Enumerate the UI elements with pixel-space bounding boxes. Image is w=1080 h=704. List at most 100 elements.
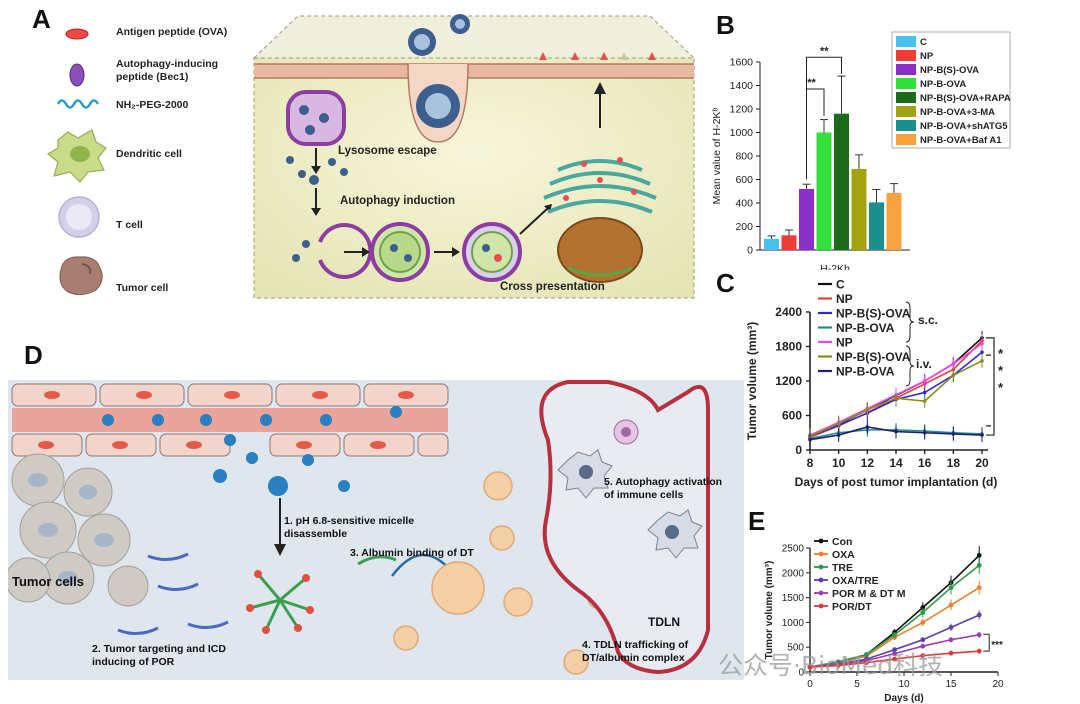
bar-0	[764, 238, 779, 250]
data-point	[948, 602, 954, 608]
legend-antigen: Antigen peptide (OVA)	[116, 26, 228, 38]
legend-label: NP-B-OVA+shATG5	[920, 121, 1008, 132]
bec1-icon	[69, 63, 85, 87]
x-tick-label: 8	[807, 456, 814, 470]
panel-a-label: A	[32, 4, 51, 34]
data-point	[920, 620, 926, 625]
data-point	[951, 361, 956, 366]
bar-7	[886, 193, 902, 250]
sig-label-1: **	[807, 77, 816, 89]
legend-label: OXA	[832, 549, 855, 561]
data-point	[948, 650, 954, 656]
legend-label: POR M & DT M	[832, 588, 906, 600]
step4-text-a: 4. TDLN trafficking of	[582, 639, 689, 651]
x-tick-label: 20	[992, 679, 1004, 690]
data-point	[865, 407, 870, 412]
y-tick-label: 600	[735, 174, 753, 186]
y-tick-label: 400	[735, 198, 753, 210]
legend-label: NP-B-OVA	[836, 365, 895, 379]
y-tick-label: 1500	[782, 593, 805, 604]
data-point	[976, 553, 982, 558]
data-point	[976, 585, 982, 591]
legend-marker	[818, 564, 824, 570]
albumin-icon	[431, 561, 485, 615]
step5-text-b: of immune cells	[604, 489, 684, 501]
panel-d-label: D	[24, 340, 43, 370]
dendritic-cell-icon	[46, 129, 107, 183]
data-point	[948, 637, 954, 643]
legend-label: NP-B-OVA	[836, 321, 895, 335]
sig-bracket	[986, 337, 995, 436]
x-axis-label: Days of post tumor implantation (d)	[795, 475, 998, 489]
data-point	[865, 425, 870, 429]
data-point	[920, 643, 926, 649]
nanoparticle-icon	[408, 14, 470, 56]
data-point	[864, 652, 869, 658]
sig-label: ***	[991, 640, 1003, 651]
legend-marker	[818, 577, 824, 583]
brace-sc	[905, 301, 915, 343]
y-tick-label: 1200	[730, 104, 754, 116]
data-point	[892, 656, 897, 662]
x-tick-label: 15	[945, 679, 957, 690]
x-tick-label: 14	[889, 456, 903, 470]
sig-bracket-2	[806, 56, 842, 90]
data-point	[836, 433, 841, 437]
x-tick-label: 10	[898, 679, 910, 690]
legend-swatch	[896, 64, 916, 75]
legend-swatch	[896, 106, 916, 117]
legend-swatch	[896, 78, 916, 89]
y-tick-label: 2000	[782, 568, 805, 579]
sig-label-2: **	[820, 45, 829, 57]
data-point	[920, 605, 926, 610]
bar-3	[816, 132, 832, 250]
x-tick-label: 0	[807, 679, 813, 690]
data-point	[835, 663, 841, 668]
blood-vessel-icon	[11, 383, 449, 457]
y-tick-label: 0	[795, 443, 802, 457]
data-point	[951, 373, 956, 378]
legend-swatch	[896, 92, 916, 103]
data-point	[976, 632, 982, 638]
data-point	[892, 647, 897, 653]
step2-text-a: 2. Tumor targeting and ICD	[92, 643, 226, 655]
watermark-text: 公众号·BioMed科技	[718, 651, 944, 680]
y-tick-label: 500	[787, 643, 804, 654]
legend-marker	[818, 538, 824, 544]
data-point	[920, 653, 926, 659]
legend-peg: NH₂-PEG-2000	[116, 99, 189, 111]
y-tick-label: 200	[735, 221, 753, 233]
legend-label: NP	[920, 51, 934, 62]
step5-text-a: 5. Autophagy activation	[604, 476, 722, 488]
step1-text-a: 1. pH 6.8-sensitive micelle	[284, 515, 414, 527]
peg-icon	[56, 99, 100, 109]
legend-label: TRE	[832, 562, 853, 574]
legend-label: NP-B-OVA+Baf A1	[920, 135, 1002, 146]
step4-text-b: DT/albumin complex	[582, 652, 685, 664]
y-tick-label: 1200	[775, 374, 802, 388]
x-tick-label: 12	[861, 456, 875, 470]
y-axis-label: Mean value of H-2Kᵇ	[711, 108, 723, 205]
legend-tumor: Tumor cell	[116, 282, 169, 294]
legend-tcell: T cell	[116, 219, 143, 231]
data-point	[922, 399, 927, 403]
data-point	[980, 433, 984, 437]
brace-iv	[905, 345, 915, 387]
legend-label: NP	[836, 336, 853, 350]
data-point	[948, 585, 954, 591]
y-axis-label: Tumor volume (mm³)	[764, 561, 775, 660]
legend-label: Con	[832, 536, 852, 548]
y-tick-label: 1600	[730, 57, 754, 69]
y-tick-label: 1000	[782, 618, 805, 629]
y-tick-label: 0	[747, 245, 753, 257]
step1-text-b: disassemble	[284, 528, 347, 540]
legend-label: NP-B(S)-OVA	[920, 65, 979, 76]
legend-label: NP-B(S)-OVA	[836, 350, 911, 364]
antigen-icon	[65, 28, 89, 40]
data-point	[980, 341, 984, 346]
sig-bracket-1	[806, 88, 825, 180]
bar-6	[869, 202, 884, 250]
y-tick-label: 600	[782, 409, 802, 423]
data-point	[894, 396, 898, 401]
data-point	[976, 562, 982, 568]
